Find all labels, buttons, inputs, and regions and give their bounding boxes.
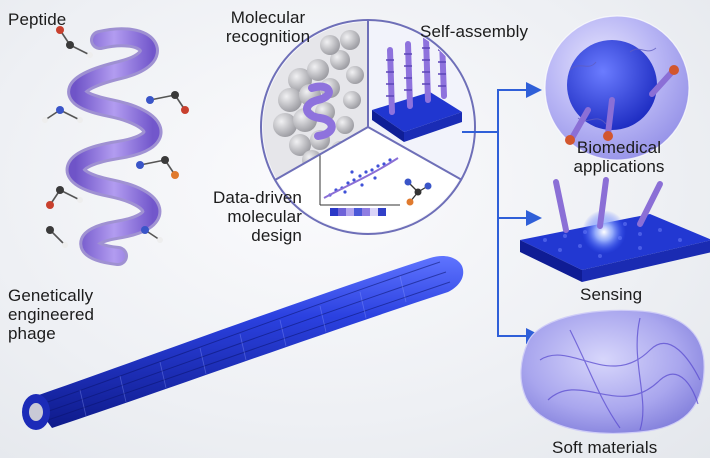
molecular-recognition-line-2: recognition: [225, 27, 311, 46]
peptide-atoms: [42, 26, 189, 248]
data-driven-line-3: design: [251, 226, 302, 245]
molecular-recognition-panel: [263, 22, 368, 180]
biomedical-nanoparticle: [544, 15, 690, 161]
application-arrows: [462, 82, 542, 344]
data-driven-line-1: Data-driven: [213, 188, 302, 207]
phage-label: Genetically engineered phage: [8, 286, 94, 343]
phage-rod: [22, 255, 464, 430]
data-driven-line-2: molecular: [227, 207, 302, 226]
sensing-membrane: [520, 177, 710, 282]
biomedical-line-1: Biomedical: [576, 138, 662, 157]
molecule-graph: [404, 178, 432, 206]
heatmap-strip: [330, 208, 386, 216]
soft-material-gel: [520, 309, 705, 434]
biomedical-applications-label: Biomedical applications: [560, 138, 678, 176]
phage-line-3: phage: [8, 324, 56, 343]
sensing-label: Sensing: [580, 285, 643, 304]
self-assembly-label: Self-assembly: [420, 22, 529, 41]
peptide-helix: [65, 27, 163, 266]
peptide-label: Peptide: [8, 10, 67, 29]
process-wheel: [260, 19, 476, 235]
soft-materials-label: Soft materials: [552, 438, 658, 457]
phage-line-2: engineered: [8, 305, 95, 324]
phage-line-1: Genetically: [8, 286, 94, 305]
molecular-recognition-line-1: Molecular: [230, 8, 306, 27]
biomedical-line-2: applications: [573, 157, 665, 176]
data-driven-design-label: Data-driven molecular design: [192, 188, 302, 245]
molecular-recognition-label: Molecular recognition: [208, 8, 328, 46]
